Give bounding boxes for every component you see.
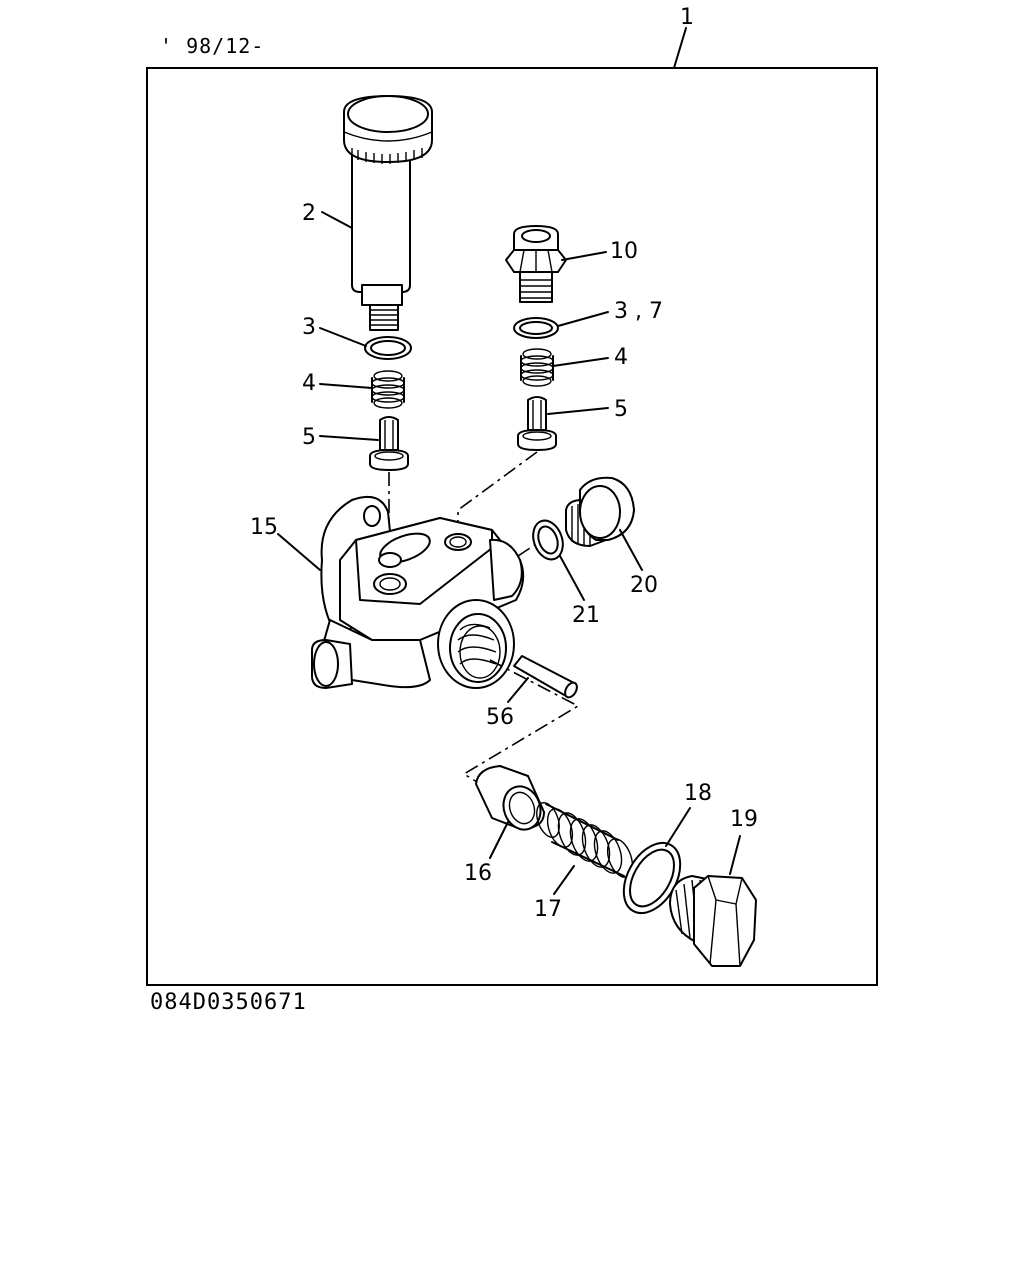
valve-right-part[interactable] <box>517 396 557 451</box>
leader-2 <box>321 211 353 229</box>
leader-17 <box>553 865 575 895</box>
washer-right-part[interactable] <box>513 317 559 339</box>
gasket-plug-part[interactable] <box>528 516 568 563</box>
callout-5-right: 5 <box>614 397 628 422</box>
leader-16 <box>489 821 509 859</box>
callout-16: 16 <box>464 861 492 886</box>
leader-3-7 <box>557 311 609 327</box>
spring-right-part[interactable] <box>520 348 554 387</box>
piston-part[interactable] <box>475 765 546 835</box>
spring-left-part[interactable] <box>371 370 405 409</box>
leader-20 <box>619 529 643 571</box>
callout-3-7: 3 , 7 <box>614 299 663 324</box>
spring-piston-part[interactable] <box>532 800 637 881</box>
priming-pump-part[interactable] <box>343 95 433 331</box>
diagram-frame <box>146 67 878 986</box>
callout-20: 20 <box>630 573 658 598</box>
leader-18 <box>665 807 691 847</box>
callout-4-left: 4 <box>302 371 316 396</box>
cap-plug-part[interactable] <box>669 875 757 967</box>
leader-5-right <box>547 407 609 415</box>
leader-3-left <box>319 327 367 347</box>
gasket-cap-part[interactable] <box>612 833 692 923</box>
leader-4-right <box>552 357 609 367</box>
pin-part[interactable] <box>513 655 579 699</box>
callout-1: 1 <box>680 5 694 30</box>
callout-2: 2 <box>302 201 316 226</box>
callout-5-left: 5 <box>302 425 316 450</box>
callout-10: 10 <box>610 239 638 264</box>
axis-line-side <box>517 543 537 557</box>
leader-assembly <box>673 27 687 69</box>
connector-part[interactable] <box>505 225 567 303</box>
callout-4-right: 4 <box>614 345 628 370</box>
drawing-number: 084D0350671 <box>150 990 307 1015</box>
leader-5-left <box>319 435 379 441</box>
callout-21: 21 <box>572 603 600 628</box>
leader-21 <box>559 555 585 601</box>
washer-left-part[interactable] <box>364 336 412 360</box>
leader-19 <box>729 835 741 875</box>
callout-17: 17 <box>534 897 562 922</box>
callout-15: 15 <box>250 515 278 540</box>
callout-3-left: 3 <box>302 315 316 340</box>
leader-10 <box>561 251 607 261</box>
callout-18: 18 <box>684 781 712 806</box>
callout-19: 19 <box>730 807 758 832</box>
date-code: ' 98/12- <box>160 34 265 58</box>
valve-left-part[interactable] <box>369 416 409 471</box>
callout-56: 56 <box>486 705 514 730</box>
leader-56 <box>507 677 529 703</box>
plug-part[interactable] <box>565 476 635 547</box>
leader-15 <box>277 533 321 571</box>
leader-4-left <box>319 383 373 389</box>
pump-body-part[interactable] <box>311 496 525 689</box>
